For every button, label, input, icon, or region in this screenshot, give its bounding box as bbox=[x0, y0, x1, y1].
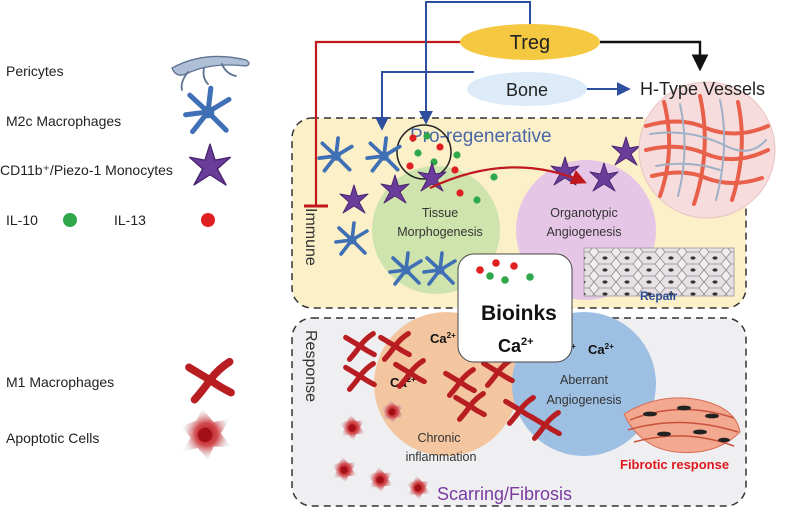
treg-label: Treg bbox=[510, 32, 550, 54]
legend-il10-label: IL-10 bbox=[6, 212, 38, 228]
pericyte-icon bbox=[171, 55, 250, 91]
immune-side-label: Immune bbox=[302, 208, 319, 266]
il10-dot-icon bbox=[63, 213, 77, 227]
legend-il13-label: IL-13 bbox=[114, 212, 146, 228]
bone-node: Bone bbox=[467, 72, 587, 106]
chronic-label-line1: Chronic bbox=[417, 431, 460, 445]
response-side-label: Response bbox=[302, 330, 319, 402]
repair-label: Repair bbox=[640, 289, 678, 303]
tissue-label-line2: Morphogenesis bbox=[397, 225, 482, 239]
legend-pericytes-label: Pericytes bbox=[6, 63, 64, 79]
calcium-ion-label: Ca2+ bbox=[430, 331, 456, 346]
il-cytokine-dots bbox=[406, 132, 498, 204]
apoptotic-cell-icon bbox=[181, 408, 232, 460]
organotypic-label-line1: Organotypic bbox=[550, 206, 617, 220]
m1-macrophage-icon bbox=[189, 362, 231, 400]
legend-monocytes-label: CD11b⁺/Piezo-1 Monocytes bbox=[0, 162, 173, 178]
chronic-label-line2: inflammation bbox=[406, 450, 477, 464]
bioinks-scaffold: Bioinks Ca2+ bbox=[457, 253, 573, 363]
m2c-macrophage-icon bbox=[186, 88, 229, 131]
fibrotic-response-label: Fibrotic response bbox=[620, 457, 729, 472]
cytokine-release-circle bbox=[396, 124, 452, 180]
organotypic-label-line2: Angiogenesis bbox=[546, 225, 621, 239]
legend-apoptotic-label: Apoptotic Cells bbox=[6, 430, 99, 446]
aberrant-label-line1: Aberrant bbox=[560, 373, 608, 387]
bioinks-calcium-label: Ca2+ bbox=[498, 336, 534, 356]
connectors bbox=[304, 1, 709, 208]
treg-node: Treg bbox=[460, 24, 600, 60]
h-type-vessels-label: H-Type Vessels bbox=[640, 79, 765, 99]
h-type-vessels-illustration bbox=[638, 81, 776, 219]
legend: Pericytes M2c Macrophages CD11b⁺/Piezo-1… bbox=[0, 55, 250, 460]
aberrant-label-line2: Angiogenesis bbox=[546, 393, 621, 407]
scarring-fibrosis-title: Scarring/Fibrosis bbox=[437, 484, 572, 504]
pro-regenerative-title: Pro-regenerative bbox=[410, 126, 552, 147]
monocyte-icon bbox=[188, 143, 232, 186]
monocyte-migration-arrow bbox=[429, 166, 587, 189]
legend-m1-label: M1 Macrophages bbox=[6, 374, 114, 390]
calcium-ion-label: Ca2+ bbox=[588, 342, 614, 357]
repair-tissue-illustration bbox=[583, 247, 735, 297]
bioinks-label: Bioinks bbox=[481, 302, 557, 325]
legend-m2c-label: M2c Macrophages bbox=[6, 113, 121, 129]
fibrotic-tissue-illustration bbox=[623, 397, 741, 454]
bone-label: Bone bbox=[506, 80, 548, 100]
tissue-label-line1: Tissue bbox=[422, 206, 458, 220]
il13-dot-icon bbox=[201, 213, 215, 227]
